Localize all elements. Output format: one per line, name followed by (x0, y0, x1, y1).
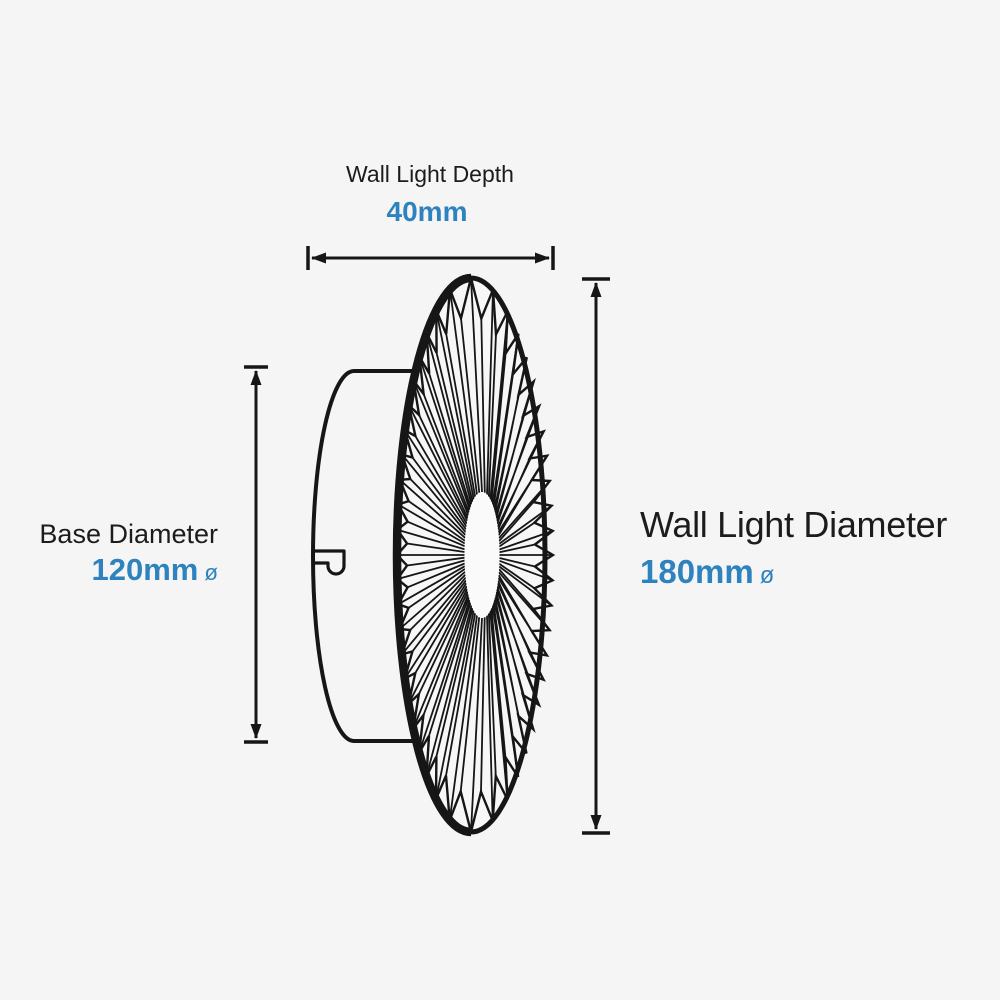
wall-light-diameter-label: Wall Light Diameter (640, 504, 948, 545)
pleat-spokes (397, 277, 553, 833)
depth-right-arrow-icon (535, 252, 550, 264)
depth-value: 40mm (255, 196, 605, 227)
base-dimension (244, 365, 268, 744)
base-diameter-label: Base Diameter (39, 519, 218, 549)
wall-light-diameter-value-text: 180mm (640, 553, 754, 590)
keyhole-bracket (313, 549, 346, 576)
depth-left-arrow-icon (311, 252, 326, 264)
disc-front-edge (392, 273, 472, 837)
base-diameter-value-text: 120mm (91, 552, 199, 587)
base-diameter-value-suffix: ø (204, 560, 218, 585)
wall-light-diameter-value-suffix: ø (759, 562, 775, 589)
base-down-arrow-icon (250, 724, 262, 739)
depth-label: Wall Light Depth (346, 161, 514, 187)
diameter-down-arrow-icon (590, 815, 602, 830)
diameter-dimension (582, 277, 610, 835)
wall-light-disc (392, 273, 556, 837)
base-up-arrow-icon (250, 370, 262, 385)
disc-centre-hole (464, 492, 500, 618)
diameter-up-arrow-icon (590, 282, 602, 297)
depth-value-text: 40mm (386, 196, 468, 227)
depth-dimension (306, 246, 555, 270)
